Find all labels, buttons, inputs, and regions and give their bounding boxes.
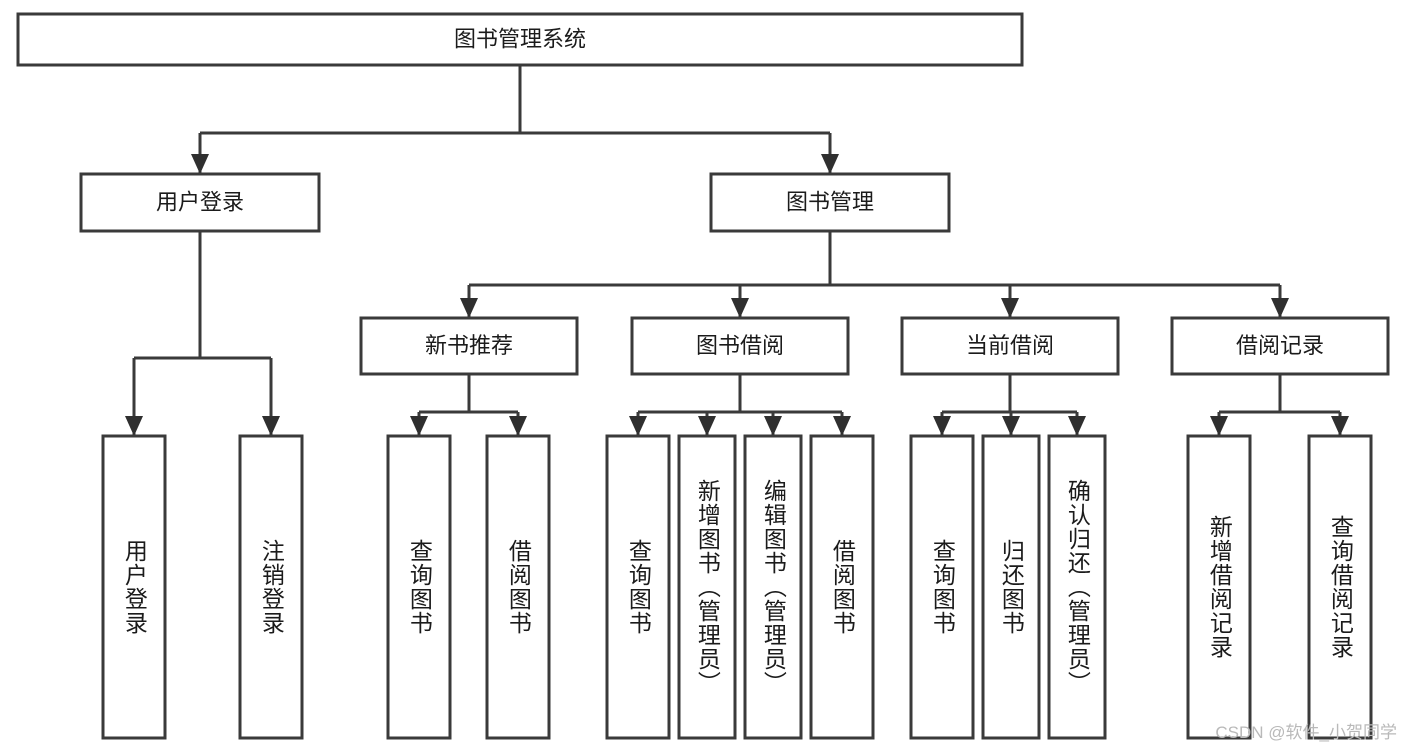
node-box-leaf-borrow-book-1[interactable] bbox=[485, 434, 551, 740]
arrow-leaf-add-record bbox=[1210, 416, 1228, 436]
arrow-leaf-query-book-1 bbox=[410, 416, 428, 436]
node-box-leaf-confirm-return[interactable] bbox=[1047, 434, 1107, 740]
node-box-leaf-add-book[interactable] bbox=[677, 434, 737, 740]
arrow-leaf-borrow-book-1 bbox=[509, 416, 527, 436]
node-box-leaf-edit-book[interactable] bbox=[743, 434, 803, 740]
node-box-user-login[interactable] bbox=[79, 172, 321, 233]
node-box-new-book-recommend[interactable] bbox=[359, 316, 579, 376]
arrow-user-login bbox=[191, 154, 209, 174]
node-label-new-book-recommend: 新书推荐 bbox=[425, 333, 513, 358]
arrow-leaf-edit-book bbox=[764, 416, 782, 436]
node-box-leaf-user-login[interactable] bbox=[101, 434, 167, 740]
node-label-current-borrow: 当前借阅 bbox=[966, 333, 1054, 358]
node-label-book-manage: 图书管理 bbox=[786, 189, 874, 214]
arrow-current-borrow bbox=[1001, 298, 1019, 318]
node-label-root: 图书管理系统 bbox=[454, 26, 586, 51]
node-label-borrow-record: 借阅记录 bbox=[1236, 333, 1324, 358]
node-box-book-borrow[interactable] bbox=[630, 316, 850, 376]
boxes-layer bbox=[16, 12, 1390, 740]
arrow-new-book-recommend bbox=[460, 298, 478, 318]
arrow-leaf-query-record bbox=[1331, 416, 1349, 436]
node-box-leaf-query-record[interactable] bbox=[1307, 434, 1373, 740]
node-box-borrow-record[interactable] bbox=[1170, 316, 1390, 376]
node-box-leaf-return-book[interactable] bbox=[981, 434, 1041, 740]
node-box-leaf-query-book-1[interactable] bbox=[386, 434, 452, 740]
node-box-leaf-user-logout[interactable] bbox=[238, 434, 304, 740]
csdn-watermark: CSDN @软件_小贺同学 bbox=[1215, 723, 1397, 742]
connectors-layer bbox=[125, 65, 1349, 436]
node-box-current-borrow[interactable] bbox=[900, 316, 1120, 376]
node-box-leaf-query-book-2[interactable] bbox=[605, 434, 671, 740]
arrow-leaf-user-logout bbox=[262, 416, 280, 436]
node-box-book-manage[interactable] bbox=[709, 172, 951, 233]
arrow-leaf-borrow-book-2 bbox=[833, 416, 851, 436]
node-box-leaf-borrow-book-2[interactable] bbox=[809, 434, 875, 740]
arrow-borrow-record bbox=[1271, 298, 1289, 318]
node-label-user-login: 用户登录 bbox=[156, 189, 244, 214]
node-box-leaf-add-record[interactable] bbox=[1186, 434, 1252, 740]
arrow-book-borrow bbox=[731, 298, 749, 318]
arrow-leaf-add-book bbox=[698, 416, 716, 436]
arrow-leaf-user-login bbox=[125, 416, 143, 436]
arrow-leaf-confirm-return bbox=[1068, 416, 1086, 436]
node-label-book-borrow: 图书借阅 bbox=[696, 333, 784, 358]
arrow-leaf-query-book-2 bbox=[629, 416, 647, 436]
node-box-root[interactable] bbox=[16, 12, 1024, 67]
arrow-leaf-return-book bbox=[1002, 416, 1020, 436]
node-box-leaf-query-book-3[interactable] bbox=[909, 434, 975, 740]
arrow-leaf-query-book-3 bbox=[933, 416, 951, 436]
arrow-book-manage bbox=[821, 154, 839, 174]
